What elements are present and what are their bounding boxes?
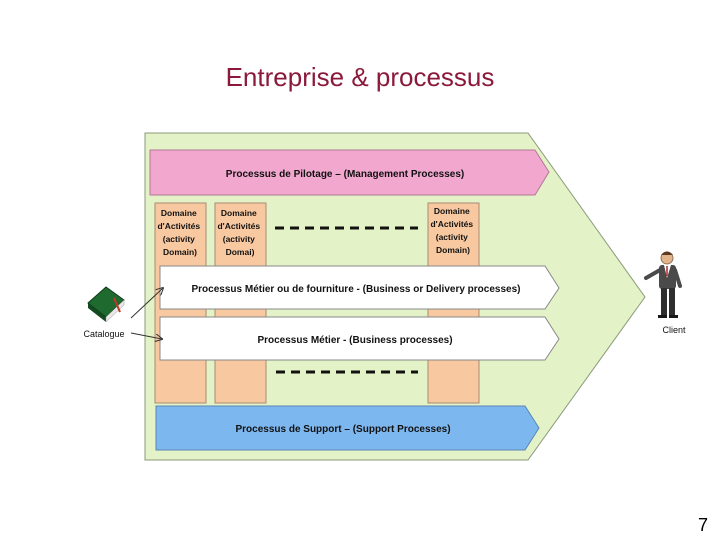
catalogue-arrow-to-delivery [130,288,163,319]
pilotage-process-label: Processus de Pilotage – (Management Proc… [226,169,464,180]
client-person-icon [644,251,682,318]
client-label: Client [662,325,686,335]
support-process-arrow [155,405,540,451]
pilotage-process-arrow [149,149,550,196]
delivery-process-label: Processus Métier ou de fourniture - (Bus… [192,284,521,295]
delivery-process-arrow [159,265,560,310]
business-process-label: Processus Métier - (Business processes) [257,335,452,346]
business-process-arrow [159,316,560,361]
page-number: 7 [697,515,708,535]
activity-domain-label-2: Domaine d'Activités (activity Domai) [217,208,262,257]
slide-title: Entreprise & processus [225,62,495,92]
activity-domain-label-1: Domaine d'Activités (activity Domain) [157,208,202,257]
catalogue-arrow-to-business [130,332,162,339]
catalogue-book-icon [87,286,125,323]
activity-domain-label-3: Domaine d'Activités (activity Domain) [430,206,475,255]
support-process-label: Processus de Support – (Support Processe… [235,424,450,435]
catalogue-label: Catalogue [83,329,124,339]
